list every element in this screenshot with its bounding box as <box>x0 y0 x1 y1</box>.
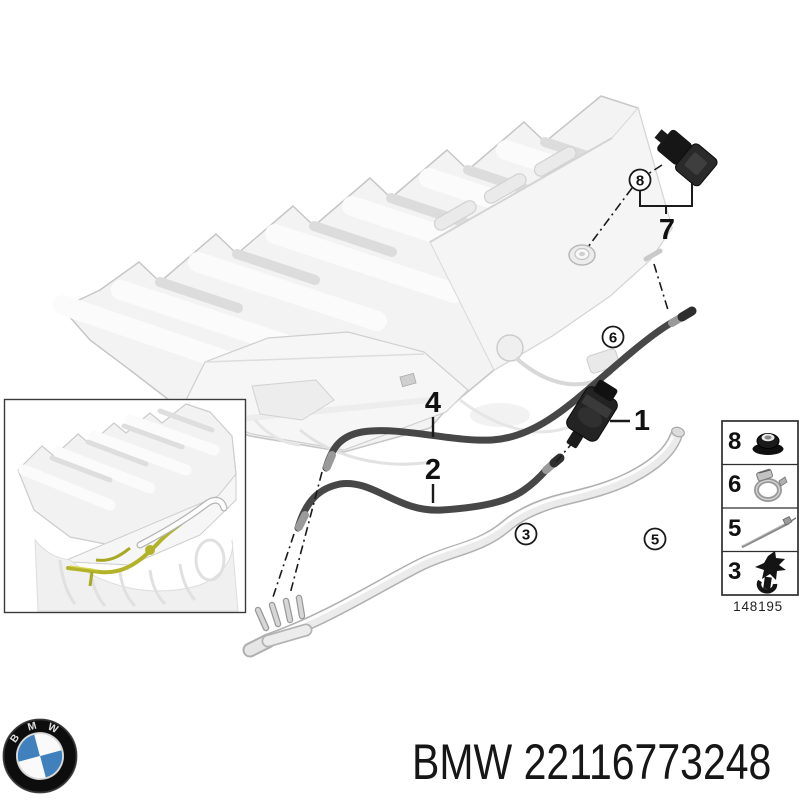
vent-pipe-item-3 <box>242 426 685 658</box>
legend-table: 8 6 5 <box>721 420 799 596</box>
legend-row-8-label: 8 <box>728 428 741 455</box>
assembly-leader-lines <box>271 164 669 601</box>
vacuum-valve-item-1 <box>566 379 618 449</box>
logo-letter-w: W <box>46 721 60 736</box>
callout-7: 7 <box>639 182 693 246</box>
legend-row: 6 <box>728 468 788 502</box>
part-number-text: BMW 22116773248 <box>412 734 771 790</box>
callout-7-label: 7 <box>659 214 675 246</box>
legend-row: 5 <box>728 515 797 549</box>
sensor-item-7 <box>654 129 718 187</box>
pipe-connector-end <box>242 594 313 658</box>
callout-3: 3 <box>514 522 538 546</box>
callout-8: 8 <box>628 168 652 192</box>
hose-clamp-icon <box>754 468 788 502</box>
callout-1-label: 1 <box>634 405 650 437</box>
callout-2: 2 <box>425 454 441 503</box>
callout-4-label: 4 <box>425 387 441 419</box>
legend-row: 3 <box>728 551 786 594</box>
hose-nipple <box>643 248 663 262</box>
callout-1: 1 <box>610 405 650 437</box>
logo-letter-m: M <box>26 720 38 734</box>
sensor-port-boss <box>568 244 596 266</box>
grommet-icon <box>752 433 784 455</box>
legend-row: 8 <box>728 428 784 455</box>
bmw-logo: B M W <box>2 718 78 794</box>
callout-8-label: 8 <box>636 172 644 189</box>
pipe-open-end <box>671 426 685 438</box>
callout-4: 4 <box>425 387 441 437</box>
vacuum-hose-item-4 <box>322 306 697 472</box>
inset-detail-box <box>3 398 247 614</box>
cover-slots <box>433 146 577 231</box>
callout-5: 5 <box>643 527 667 551</box>
cable-tie-icon <box>741 515 797 549</box>
legend-row-6-label: 6 <box>728 471 741 498</box>
inset-drawing <box>17 403 239 612</box>
callout-6: 6 <box>601 325 625 349</box>
engine-background-detail <box>251 372 576 466</box>
footer: B M W BMW 22116773248 <box>2 718 771 794</box>
legend-row-5-label: 5 <box>728 515 741 542</box>
legend-row-3-label: 3 <box>728 558 741 585</box>
intake-manifold-drawing <box>53 95 673 466</box>
callout-5-label: 5 <box>651 531 659 548</box>
drawing-number: 148195 <box>733 599 783 614</box>
inset-vent-tube <box>136 496 228 549</box>
cable-clip-icon <box>755 551 786 594</box>
callout-6-label: 6 <box>609 329 617 346</box>
callout-2-label: 2 <box>425 454 441 486</box>
highlighted-hoses-yellow <box>66 510 198 587</box>
callout-3-label: 3 <box>522 526 530 543</box>
